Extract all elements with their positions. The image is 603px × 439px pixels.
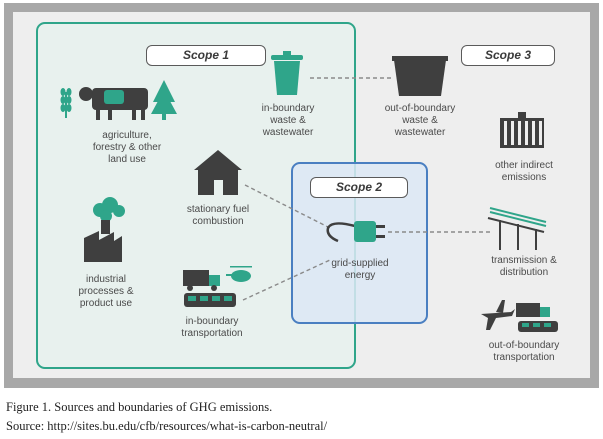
other-indirect-label: other indirect emissions	[495, 160, 553, 183]
wheat-icon	[60, 88, 72, 118]
train-icon	[184, 293, 236, 307]
power-line-icon	[487, 207, 547, 250]
combustion-grid-connector	[244, 184, 331, 229]
inboundary-transport-label: in-boundary transportation	[181, 316, 243, 339]
outboundary-transport-label: out-of-boundary transportation	[488, 340, 560, 363]
scope1-label: Scope 1	[146, 45, 266, 66]
outboundary-waste-label: out-of-boundary waste & wastewater	[384, 103, 456, 138]
airplane-icon	[481, 300, 515, 330]
tree-icon	[151, 80, 177, 120]
dumpster-icon	[392, 56, 448, 96]
train-icon	[518, 321, 558, 332]
cow-icon	[79, 87, 148, 120]
agriculture-label: agriculture, forestry & other land use	[92, 130, 162, 165]
trash-can-icon	[271, 51, 303, 95]
house-icon	[194, 150, 242, 195]
inboundary-waste-label: in-boundary waste & wastewater	[261, 103, 315, 138]
scope3-label: Scope 3	[461, 45, 555, 66]
diagram-canvas	[4, 3, 599, 388]
scope2-boundary	[291, 162, 428, 324]
figure-caption: Figure 1. Sources and boundaries of GHG …	[6, 400, 273, 414]
transport-grid-connector	[242, 259, 331, 301]
cargo-container-icon	[500, 112, 544, 148]
source-caption: Source: http://sites.bu.edu/cfb/resource…	[6, 419, 328, 433]
grid-energy-label: grid-supplied energy	[331, 258, 389, 281]
transmission-label: transmission & distribution	[491, 255, 557, 278]
helicopter-icon	[226, 266, 252, 282]
connectors	[242, 77, 490, 301]
stationary-combustion-label: stationary fuel combustion	[186, 204, 250, 227]
industrial-label: industrial processes & product use	[78, 274, 134, 309]
plug-icon	[326, 221, 385, 243]
scope2-label: Scope 2	[310, 177, 408, 198]
truck-icon	[183, 270, 220, 291]
factory-icon	[84, 197, 125, 262]
truck-icon	[516, 303, 550, 317]
